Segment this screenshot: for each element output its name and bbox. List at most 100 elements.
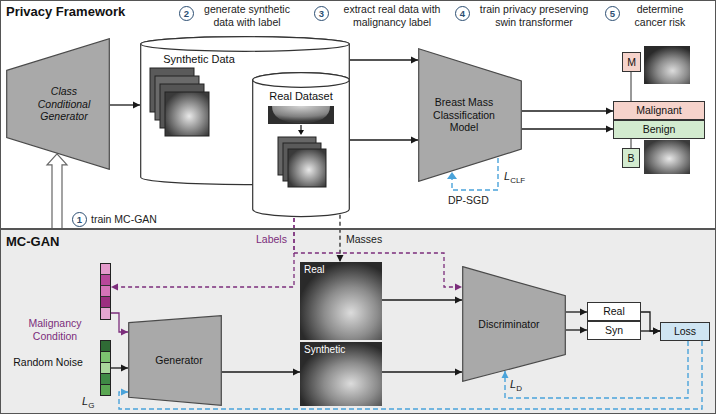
step-text: DP-SGD — [448, 194, 489, 207]
panel-title: MC-GAN — [6, 234, 59, 250]
node-label: Real Dataset — [252, 90, 350, 103]
connector-line — [111, 313, 128, 332]
callout-number: 1 — [72, 212, 87, 227]
connector — [382, 369, 462, 376]
arrowhead — [121, 329, 128, 336]
subscript: G — [88, 401, 94, 410]
edge-label: LD — [510, 378, 522, 394]
malignant-thumbnail — [644, 46, 690, 84]
panel: Privacy FrameworkClass Conditional Gener… — [0, 0, 716, 229]
label-box: Loss — [660, 322, 710, 341]
arrowhead — [606, 126, 613, 133]
trapezoid-shape — [7, 39, 110, 170]
arrowhead — [455, 284, 462, 291]
cylinder-top — [141, 37, 350, 52]
real-mass-image — [300, 262, 382, 340]
trapezoid-block: Generator — [128, 315, 222, 406]
node-label: Class Conditional Generator — [28, 85, 100, 123]
edge-label: Masses — [346, 233, 382, 246]
connector — [111, 218, 294, 291]
connector — [631, 72, 632, 101]
node-label: Loss — [674, 325, 696, 338]
connector-line — [339, 215, 340, 262]
synthetic-patch — [165, 92, 209, 136]
cylinder-body — [253, 73, 350, 217]
arrowhead — [653, 328, 660, 335]
synthetic-mass-image — [300, 342, 382, 406]
connector-line — [222, 371, 300, 372]
step-text: extract real data with malignancy label — [331, 3, 453, 29]
connector — [382, 297, 462, 304]
connector — [47, 154, 67, 229]
trapezoid-block: Breast Mass Classification Model — [418, 48, 522, 182]
arrowhead — [111, 284, 118, 291]
label-box: M — [622, 52, 641, 72]
loop-arrowhead — [447, 172, 457, 179]
node-label: Real — [603, 305, 625, 318]
arrowhead — [133, 102, 140, 109]
connector-line — [631, 139, 632, 148]
node-label: Discriminator — [469, 318, 549, 331]
arrowhead — [580, 327, 587, 334]
trapezoid-block: Discriminator — [462, 266, 566, 382]
node-label: Benign — [643, 123, 676, 136]
connector — [111, 313, 128, 336]
step-text: generate synthetic data with label — [195, 3, 299, 29]
arrowhead — [121, 365, 128, 372]
trapezoid-shape — [463, 267, 566, 382]
connector — [350, 137, 418, 144]
connector — [522, 126, 613, 133]
node-label: Syn — [605, 324, 623, 337]
connector — [631, 139, 632, 148]
subscript: CLF — [510, 176, 525, 185]
arrowhead — [502, 371, 509, 378]
connector — [522, 108, 613, 115]
panel-ground — [0, 229, 716, 414]
symbol: L — [510, 378, 516, 390]
label-box: Real — [587, 302, 641, 321]
label-box: B — [622, 148, 640, 168]
node-label: M — [627, 56, 636, 69]
arrowhead — [337, 255, 344, 262]
mass-patch — [288, 149, 326, 187]
node-label: Malignancy Condition — [15, 317, 95, 342]
symbol: L — [504, 170, 510, 182]
connector-line — [631, 72, 632, 101]
connector — [337, 215, 344, 262]
breast-outline — [272, 106, 330, 123]
connector-line — [382, 371, 462, 372]
cylinder-top — [253, 73, 350, 88]
edge-label: LG — [82, 395, 94, 411]
hollow-arrow — [47, 154, 67, 229]
node-label: Synthetic Data — [146, 53, 252, 66]
benign-thumbnail — [644, 140, 690, 174]
node-label: Synthetic — [304, 344, 345, 356]
vector-bar: Random Noise — [100, 340, 111, 396]
callout-number: 3 — [314, 6, 329, 21]
connector — [641, 312, 660, 335]
panel-title: Privacy Framework — [6, 4, 125, 20]
trapezoid-shape — [129, 316, 222, 406]
arrowhead — [455, 297, 462, 304]
symbol: L — [82, 395, 88, 407]
trapezoid-shape — [419, 49, 522, 182]
connector-line — [522, 110, 613, 111]
connector-line — [350, 59, 418, 60]
trapezoid-block: Class Conditional Generator — [6, 38, 110, 170]
arrowhead — [653, 328, 660, 335]
connector — [294, 218, 462, 291]
connector-line — [382, 299, 462, 300]
connector-line — [350, 139, 418, 140]
connector-line — [522, 128, 613, 129]
connector — [222, 369, 300, 376]
step-text: train privacy preserving swin transforme… — [470, 3, 598, 29]
label-box: Benign — [613, 120, 705, 139]
arrowhead — [580, 309, 587, 316]
connector-line — [294, 218, 462, 287]
connector-line — [641, 312, 660, 331]
arrowhead — [411, 137, 418, 144]
cylinder-body — [141, 37, 350, 185]
step-text: train MC-GAN — [91, 213, 157, 226]
node-label: Generator — [144, 354, 214, 367]
